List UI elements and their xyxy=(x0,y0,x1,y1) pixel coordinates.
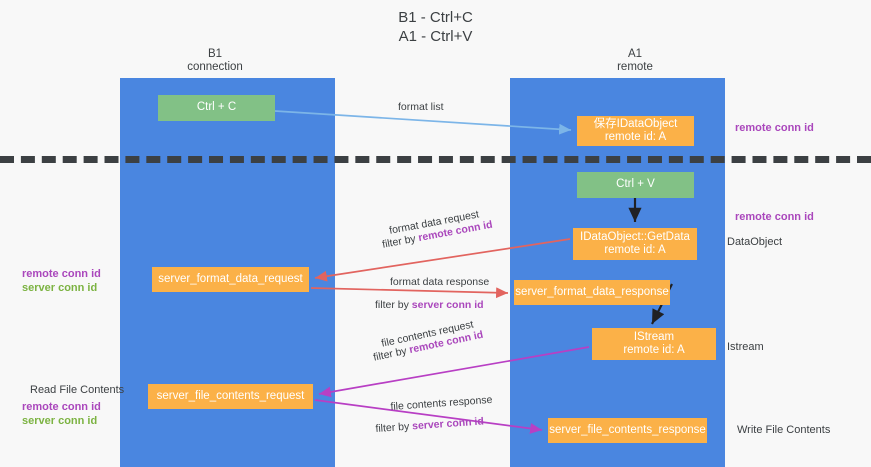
column-header-b1-role: connection xyxy=(187,61,243,73)
annotation-left-conn-ids: remote conn id server conn id xyxy=(22,268,101,295)
annotation-left-remote-conn-id: remote conn id xyxy=(22,268,101,280)
page-title: B1 - Ctrl+C A1 - Ctrl+V xyxy=(0,8,871,46)
filter-prefix: filter by xyxy=(375,420,413,435)
annotation-left-read-file-contents: Read File Contents xyxy=(30,384,125,396)
connector-format-data-response xyxy=(310,287,509,299)
title-line-1: B1 - Ctrl+C xyxy=(398,9,473,26)
annotation-left-server-conn-id: server conn id xyxy=(22,281,98,294)
annotation-right-remote-conn-id-mid: remote conn id xyxy=(735,211,814,223)
node-server-file-contents-response[interactable]: server_file_contents_response xyxy=(548,418,707,443)
section-divider xyxy=(0,156,871,163)
title-line-2: A1 - Ctrl+V xyxy=(398,28,473,45)
node-ctrl-v-label: Ctrl + V xyxy=(616,178,655,191)
node-server-file-contents-request[interactable]: server_file_contents_request xyxy=(148,384,313,409)
node-istream-line2: remote id: A xyxy=(623,344,685,356)
node-save-idataobject-line1: 保存IDataObject xyxy=(593,117,678,130)
annotation-left-bottom-server-conn-id: server conn id xyxy=(22,414,98,427)
column-header-b1-name: B1 xyxy=(207,48,223,60)
edge-label-format-data-response-text: format data response xyxy=(390,276,490,288)
node-server-file-contents-response-label: server_file_contents_response xyxy=(549,423,706,436)
node-server-format-data-request[interactable]: server_format_data_request xyxy=(152,267,309,292)
node-istream-line1: IStream xyxy=(633,330,675,343)
node-istream[interactable]: IStream remote id: A xyxy=(592,328,716,360)
node-idataobject-getdata-line1: IDataObject::GetData xyxy=(580,230,690,243)
node-server-format-data-response[interactable]: server_format_data_response xyxy=(514,280,670,305)
edge-label-format-data-response: format data response xyxy=(390,275,489,289)
annotation-right-write-file-contents: Write File Contents xyxy=(737,424,831,436)
filter-prefix: filter by xyxy=(375,299,412,311)
annotation-right-istream: Istream xyxy=(727,341,764,353)
node-idataobject-getdata[interactable]: IDataObject::GetData remote id: A xyxy=(573,228,697,260)
node-ctrl-c[interactable]: Ctrl + C xyxy=(158,95,275,121)
column-header-b1: B1 connection xyxy=(135,48,295,74)
column-header-a1: A1 remote xyxy=(555,48,715,74)
column-header-a1-role: remote xyxy=(617,61,653,73)
filter-key-server-conn-id: server conn id xyxy=(411,299,484,311)
annotation-right-remote-conn-id-top: remote conn id xyxy=(735,122,814,134)
annotation-right-dataobject: DataObject xyxy=(727,236,783,248)
node-save-idataobject[interactable]: 保存IDataObject remote id: A xyxy=(577,116,694,146)
node-server-format-data-response-label: server_format_data_response xyxy=(515,285,669,298)
edge-label-format-list-text: format list xyxy=(398,101,444,113)
connector-file-contents-response xyxy=(314,399,543,434)
node-ctrl-v[interactable]: Ctrl + V xyxy=(577,172,694,198)
connector-format-data-request xyxy=(314,238,571,282)
node-server-file-contents-request-label: server_file_contents_request xyxy=(156,389,305,402)
annotation-left-bottom-remote-conn-id: remote conn id xyxy=(22,401,101,413)
annotation-left-bottom-conn-ids: remote conn id server conn id xyxy=(22,401,101,428)
node-save-idataobject-line2: remote id: A xyxy=(604,131,667,143)
edge-label-format-list: format list xyxy=(398,100,444,114)
node-idataobject-getdata-line2: remote id: A xyxy=(604,244,666,256)
connector-format-list xyxy=(274,110,572,135)
node-ctrl-c-label: Ctrl + C xyxy=(196,101,237,114)
connector-file-contents-request xyxy=(318,346,590,398)
edge-label-format-data-response-filter: filter by server conn id xyxy=(375,298,484,312)
node-server-format-data-request-label: server_format_data_request xyxy=(158,272,303,285)
column-header-a1-name: A1 xyxy=(627,48,643,60)
